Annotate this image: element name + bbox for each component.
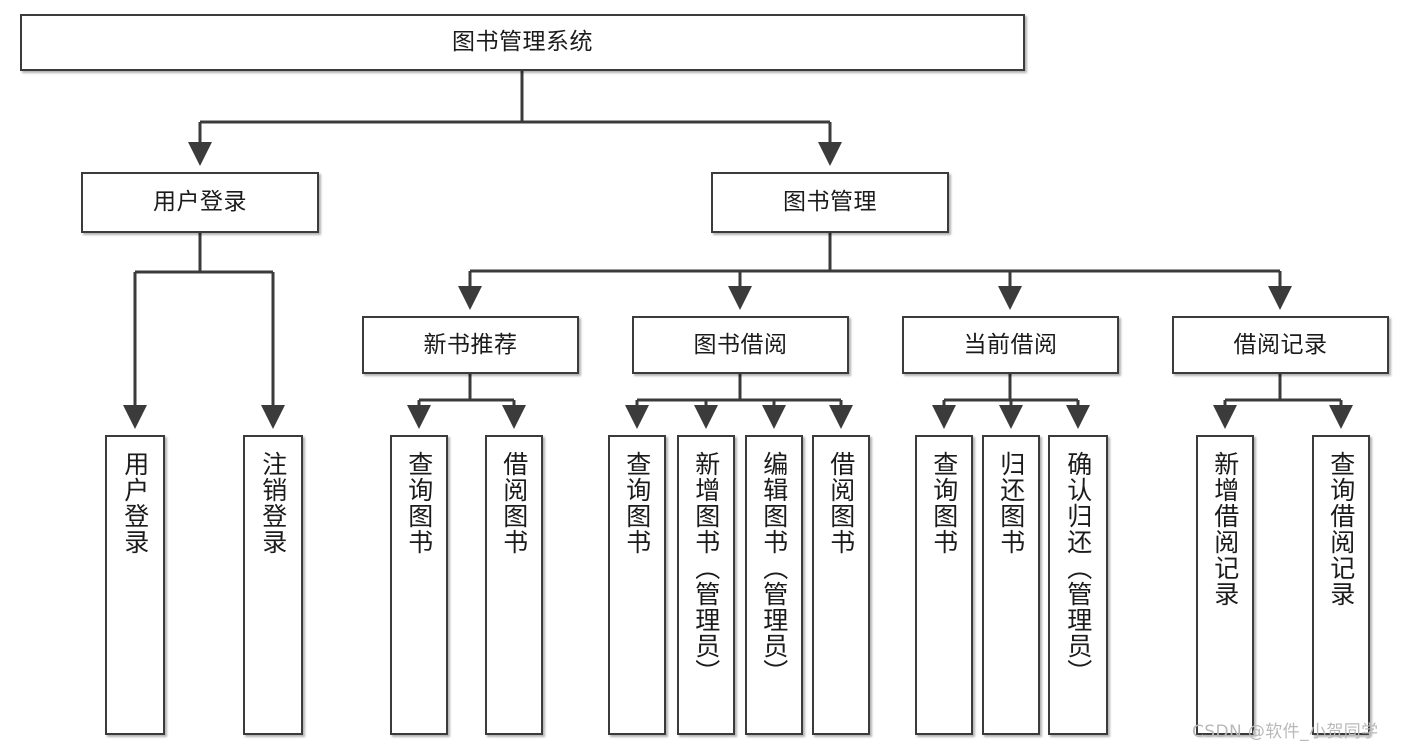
node-leaf-borrow-book-2-label: 借阅图书 [826, 451, 856, 555]
node-leaf-return-book-label: 归还图书 [996, 451, 1026, 555]
node-leaf-add-record-label: 新增借阅记录 [1210, 451, 1240, 607]
node-book-borrow[interactable]: 图书借阅 [632, 316, 849, 374]
node-leaf-query-record[interactable]: 查询借阅记录 [1312, 435, 1370, 735]
node-leaf-borrow-book-2[interactable]: 借阅图书 [812, 435, 870, 735]
csdn-watermark: CSDN @软件_小贺同学 [1192, 722, 1379, 742]
node-leaf-query-book-2[interactable]: 查询图书 [608, 435, 666, 735]
node-leaf-query-book-1[interactable]: 查询图书 [390, 435, 448, 735]
node-book-borrow-label: 图书借阅 [693, 331, 788, 358]
node-leaf-add-record[interactable]: 新增借阅记录 [1196, 435, 1254, 735]
node-book-manage[interactable]: 图书管理 [711, 172, 949, 233]
node-leaf-query-book-2-label: 查询图书 [622, 451, 652, 555]
node-borrow-record[interactable]: 借阅记录 [1172, 316, 1389, 374]
node-root-label: 图书管理系统 [452, 29, 593, 56]
node-leaf-user-logout[interactable]: 注销登录 [243, 435, 303, 735]
node-leaf-edit-book-label: 编辑图书（管理员） [759, 451, 789, 685]
node-leaf-add-book[interactable]: 新增图书（管理员） [677, 435, 735, 735]
node-leaf-query-book-3[interactable]: 查询图书 [915, 435, 973, 735]
node-book-manage-label: 图书管理 [783, 189, 877, 216]
node-leaf-query-record-label: 查询借阅记录 [1326, 451, 1356, 607]
node-leaf-user-login-label: 用户登录 [120, 451, 150, 555]
node-borrow-record-label: 借阅记录 [1233, 331, 1328, 358]
node-leaf-borrow-book-1-label: 借阅图书 [499, 451, 529, 555]
node-current-borrow[interactable]: 当前借阅 [902, 316, 1119, 374]
node-user-login[interactable]: 用户登录 [81, 172, 319, 233]
node-leaf-borrow-book-1[interactable]: 借阅图书 [485, 435, 543, 735]
node-leaf-query-book-3-label: 查询图书 [929, 451, 959, 555]
node-leaf-edit-book[interactable]: 编辑图书（管理员） [745, 435, 803, 735]
node-user-login-label: 用户登录 [153, 189, 247, 216]
node-new-book-rec-label: 新书推荐 [423, 331, 518, 358]
node-leaf-user-logout-label: 注销登录 [258, 451, 288, 555]
node-leaf-query-book-1-label: 查询图书 [404, 451, 434, 555]
node-leaf-user-login[interactable]: 用户登录 [105, 435, 165, 735]
node-leaf-return-book[interactable]: 归还图书 [982, 435, 1040, 735]
node-leaf-add-book-label: 新增图书（管理员） [691, 451, 721, 685]
node-new-book-rec[interactable]: 新书推荐 [362, 316, 579, 374]
node-leaf-confirm-return-label: 确认归还（管理员） [1063, 451, 1093, 685]
node-current-borrow-label: 当前借阅 [963, 331, 1058, 358]
node-leaf-confirm-return[interactable]: 确认归还（管理员） [1048, 435, 1108, 735]
node-root[interactable]: 图书管理系统 [20, 14, 1025, 71]
